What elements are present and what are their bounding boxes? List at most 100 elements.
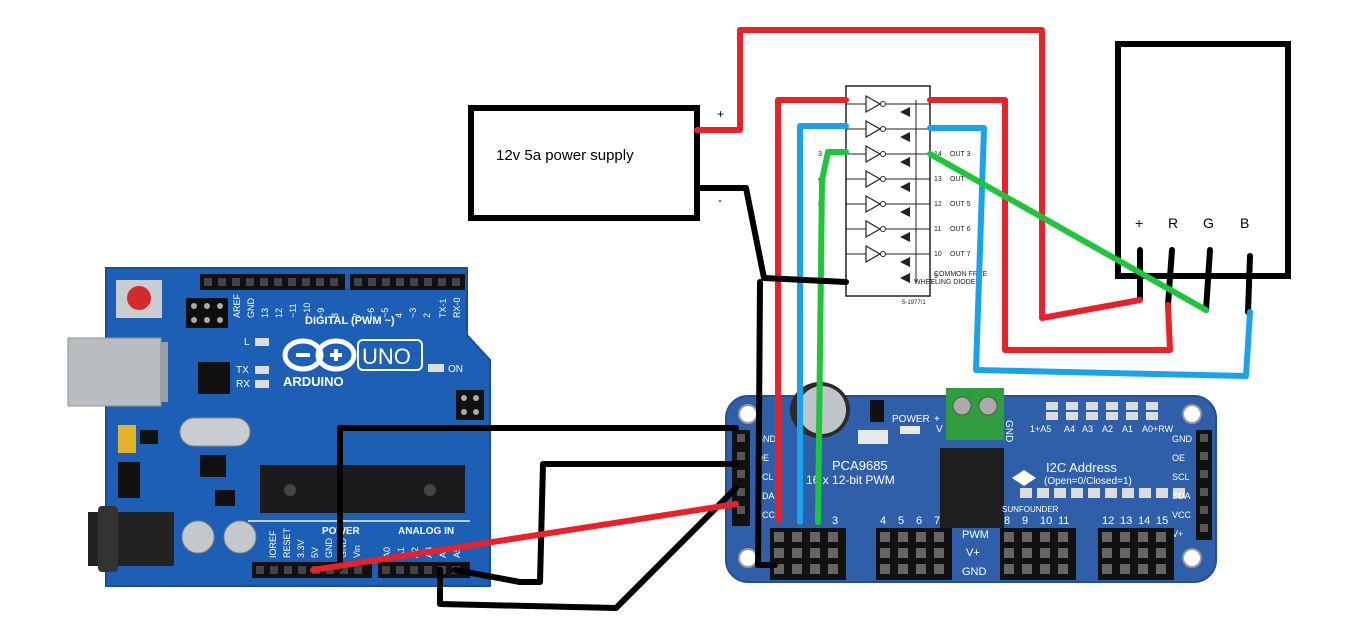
sunfounder-logo-icon <box>1012 470 1036 486</box>
wire-black-psu-minus <box>694 185 849 285</box>
pwm-channel-label: 14 <box>1138 515 1150 527</box>
i2c-address-sub: (Open=0/Closed=1) <box>1044 476 1132 487</box>
pwm-channel-label: 15 <box>1156 515 1168 527</box>
power-pin-label: Vin <box>352 545 362 558</box>
wire-blue-ic-to-led-b <box>927 125 1253 379</box>
pwm-channel-label: 9 <box>1022 515 1028 527</box>
led-pin-g: G <box>1203 215 1214 231</box>
digital-pin-label: ~5 <box>380 308 390 318</box>
wire-red-ic-to-pca <box>775 97 849 523</box>
rx-label: RX <box>236 379 250 390</box>
pca-right-pin-label: GND <box>1172 434 1193 444</box>
arduino-brand: ARDUINO <box>283 374 344 389</box>
pwm-channel-label: 11 <box>1058 515 1069 527</box>
ic-right-pin: 10 <box>934 251 942 258</box>
analog-label: ANALOG IN <box>398 526 454 537</box>
digital-pin-label: 12 <box>274 308 284 318</box>
svg-text:V: V <box>936 424 943 435</box>
power-pin-label: RESET <box>282 527 292 558</box>
pca9685-chip <box>940 448 1004 528</box>
wire-blue-ic-to-pca <box>797 123 849 525</box>
wire-black-arduino-gnd <box>337 425 739 571</box>
ic-out-label: OUT <box>950 176 966 183</box>
ic-part-number: 5-1977/1 <box>902 300 926 306</box>
ic-out-label: OUT 5 <box>950 201 971 208</box>
digital-pin-label: ~6 <box>366 308 376 318</box>
power-pin-label: GND <box>324 538 334 559</box>
pca-right-pin-label: SDA <box>1172 491 1191 501</box>
led-strip: + R G B <box>1115 41 1291 315</box>
ic-out-label: OUT 7 <box>950 251 971 258</box>
digital-pin-label: 13 <box>260 308 270 318</box>
ic-right-pin: 12 <box>934 201 942 208</box>
digital-pin-label: ~11 <box>288 303 298 318</box>
pca-right-pin-label: SCL <box>1172 472 1190 482</box>
pwm-channel-label: 6 <box>916 515 922 527</box>
pwm-channel-label: 5 <box>898 515 904 527</box>
wire-red-psu-plus <box>694 27 1143 321</box>
i2c-address-pin: A3 <box>1082 424 1093 434</box>
digital-pin-label: 4 <box>394 313 404 318</box>
pwm-channel-label: 8 <box>1004 515 1010 527</box>
wire-green-ic-to-led-g <box>927 151 1209 313</box>
digital-pin-label: ~9 <box>316 308 326 318</box>
i2c-address-pin: A2 <box>1102 424 1113 434</box>
pwm-channel-label: 10 <box>1040 515 1052 527</box>
ic-out-label: OUT 6 <box>950 226 971 233</box>
ic-common-label: COMMON FREE <box>934 271 988 278</box>
digital-label: DIGITAL (PWM ~) <box>305 315 395 327</box>
tx-label: TX <box>236 365 249 376</box>
power-terminal <box>946 388 1004 440</box>
pca-subtitle: 16 x 12-bit PWM <box>806 473 895 487</box>
i2c-address-pin: A0+RW <box>1142 424 1174 434</box>
i2c-address-pin: A4 <box>1064 424 1075 434</box>
power-pin-label: 3.3V <box>296 539 306 558</box>
wire-black-sda <box>437 485 739 611</box>
wire-black-gnd-down <box>755 279 778 568</box>
pwm-channel-label: 7 <box>934 515 940 527</box>
power-supply-label: 12v 5a power supply <box>496 147 634 164</box>
wire-black-scl <box>452 461 739 585</box>
wire-green-ic-to-pca <box>815 149 849 525</box>
power-pin-label: IOREF <box>268 530 278 558</box>
ic-wheeling-label: WHEELING DIODES <box>914 279 980 286</box>
analog-pin-label: A1 <box>396 547 406 558</box>
wire-red-5v-vcc <box>310 501 739 573</box>
pwm-channel-label: 13 <box>1120 515 1132 527</box>
analog-pin-label: A5 <box>452 547 462 558</box>
pwm-block-gnd: GND <box>962 566 987 578</box>
pca-title: PCA9685 <box>832 458 888 473</box>
arduino-model: UNO <box>362 344 411 369</box>
ic-left-pin: 3 <box>818 151 822 158</box>
svg-text:+: + <box>934 414 940 425</box>
digital-pin-label: GND <box>246 298 256 319</box>
digital-pin-label: 7 <box>352 313 362 318</box>
psu-plus-label: + <box>717 107 724 121</box>
reset-button <box>127 286 151 310</box>
pca-right-pin-label: OE <box>1172 453 1185 463</box>
pca-left-pin-label: OE <box>756 453 769 463</box>
ic-right-pin: 14 <box>934 151 942 158</box>
pwm-channel-label: 4 <box>880 515 886 527</box>
pwm-channel-label: 12 <box>1102 515 1114 527</box>
l-led-label: L <box>244 337 250 348</box>
digital-pin-label: ~3 <box>408 308 418 318</box>
digital-pin-label: AREF <box>232 293 242 318</box>
pca-left-pin-label: SCL <box>756 472 774 482</box>
led-pin-b: B <box>1240 215 1249 231</box>
pwm-block-vplus: V+ <box>966 547 980 559</box>
ic-out-label: OUT 3 <box>950 151 971 158</box>
power-pin-label: 5V <box>310 547 320 558</box>
digital-pin-label: 8 <box>330 313 340 318</box>
digital-pin-label: ~10 <box>302 303 312 318</box>
digital-pin-label: 2 <box>422 313 432 318</box>
pca-left-pin-label: VCC <box>756 510 776 520</box>
led-pin-r: R <box>1168 215 1178 231</box>
ic-right-pin: 11 <box>934 226 941 233</box>
i2c-address-pin: 1+A5 <box>1030 424 1051 434</box>
wire-red-ic-to-led-r <box>927 97 1173 353</box>
wires <box>310 27 1253 611</box>
pwm-channel-label: 3 <box>832 515 838 527</box>
i2c-address-title: I2C Address <box>1046 460 1117 475</box>
